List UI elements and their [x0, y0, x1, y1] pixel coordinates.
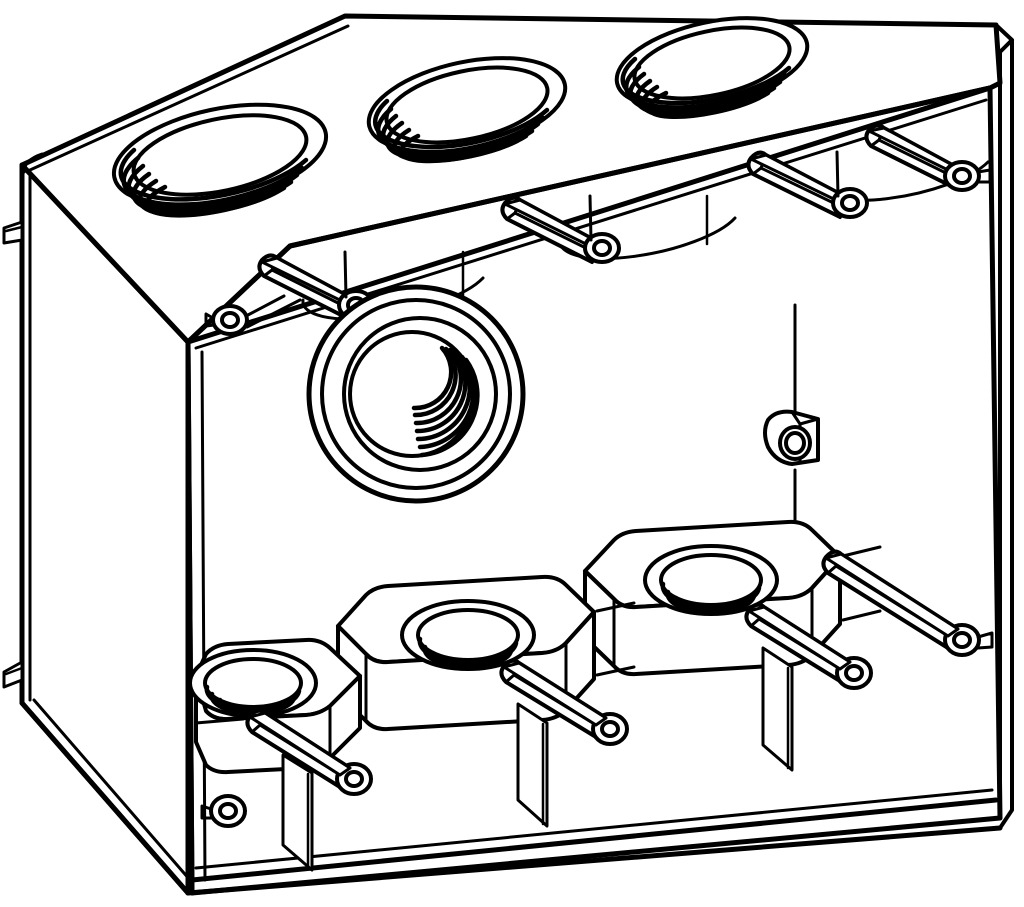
bottom-interior-edge-inner: [194, 788, 994, 870]
left-wall-bottom-edge: [19, 700, 191, 896]
interior-right-corner: [988, 86, 1002, 820]
top-hub-right-threads: [620, 56, 792, 120]
wall-ear-lower-left: [200, 794, 247, 828]
bottom-hub-left-bore: [203, 657, 303, 709]
screw-boss-bottom-left: [245, 708, 373, 872]
box-bottom-outer-edge: [185, 825, 1003, 896]
screw-boss-bottom-right-inner: [744, 602, 873, 772]
bottom-hub-center-bore: [416, 608, 520, 662]
right-outer-edge: [994, 23, 1014, 830]
bottom-hub-right: [583, 519, 882, 677]
interior-left-corner: [185, 339, 195, 896]
screw-boss-top-far-right: [864, 123, 992, 192]
interior-ribs: [461, 194, 709, 300]
bottom-hub-center: [336, 574, 636, 732]
top-screw-bosses: [204, 123, 992, 336]
interior-left-corner-inner: [200, 350, 207, 882]
back-hub-threads: [411, 345, 480, 458]
top-hub-right: [614, 16, 810, 120]
top-hub-left: [111, 102, 329, 218]
right-outer-edge-inner: [998, 38, 1014, 820]
ground-boss-screw-hole: [784, 431, 806, 455]
bottom-hub-left: [188, 637, 362, 775]
mounting-lug-lower: [2, 660, 24, 689]
top-hub-center-threads: [372, 98, 550, 164]
bottom-hub-right-bore: [659, 553, 763, 607]
mounting-lug-upper: [2, 220, 24, 245]
top-hub-left-threads: [118, 147, 309, 218]
screw-boss-top-center: [500, 194, 621, 264]
back-wall-large-hub: [306, 284, 526, 504]
bottom-face-hubs: [188, 519, 994, 872]
left-wall-bottom-edge-inner: [32, 698, 192, 882]
screw-boss-bottom-center: [499, 658, 629, 828]
bottom-interior-edge: [189, 797, 999, 883]
top-face-back-edge: [343, 14, 998, 27]
left-top-bevel: [22, 152, 44, 174]
screw-boss-bottom-far-right: [821, 549, 994, 657]
top-face-left-inner-line: [28, 24, 350, 172]
mounting-lugs: [2, 220, 24, 689]
screw-boss-top-left: [204, 250, 375, 336]
top-face-hubs: [111, 16, 810, 218]
screw-boss-top-right-inner: [746, 150, 869, 219]
top-hub-center: [366, 56, 568, 164]
